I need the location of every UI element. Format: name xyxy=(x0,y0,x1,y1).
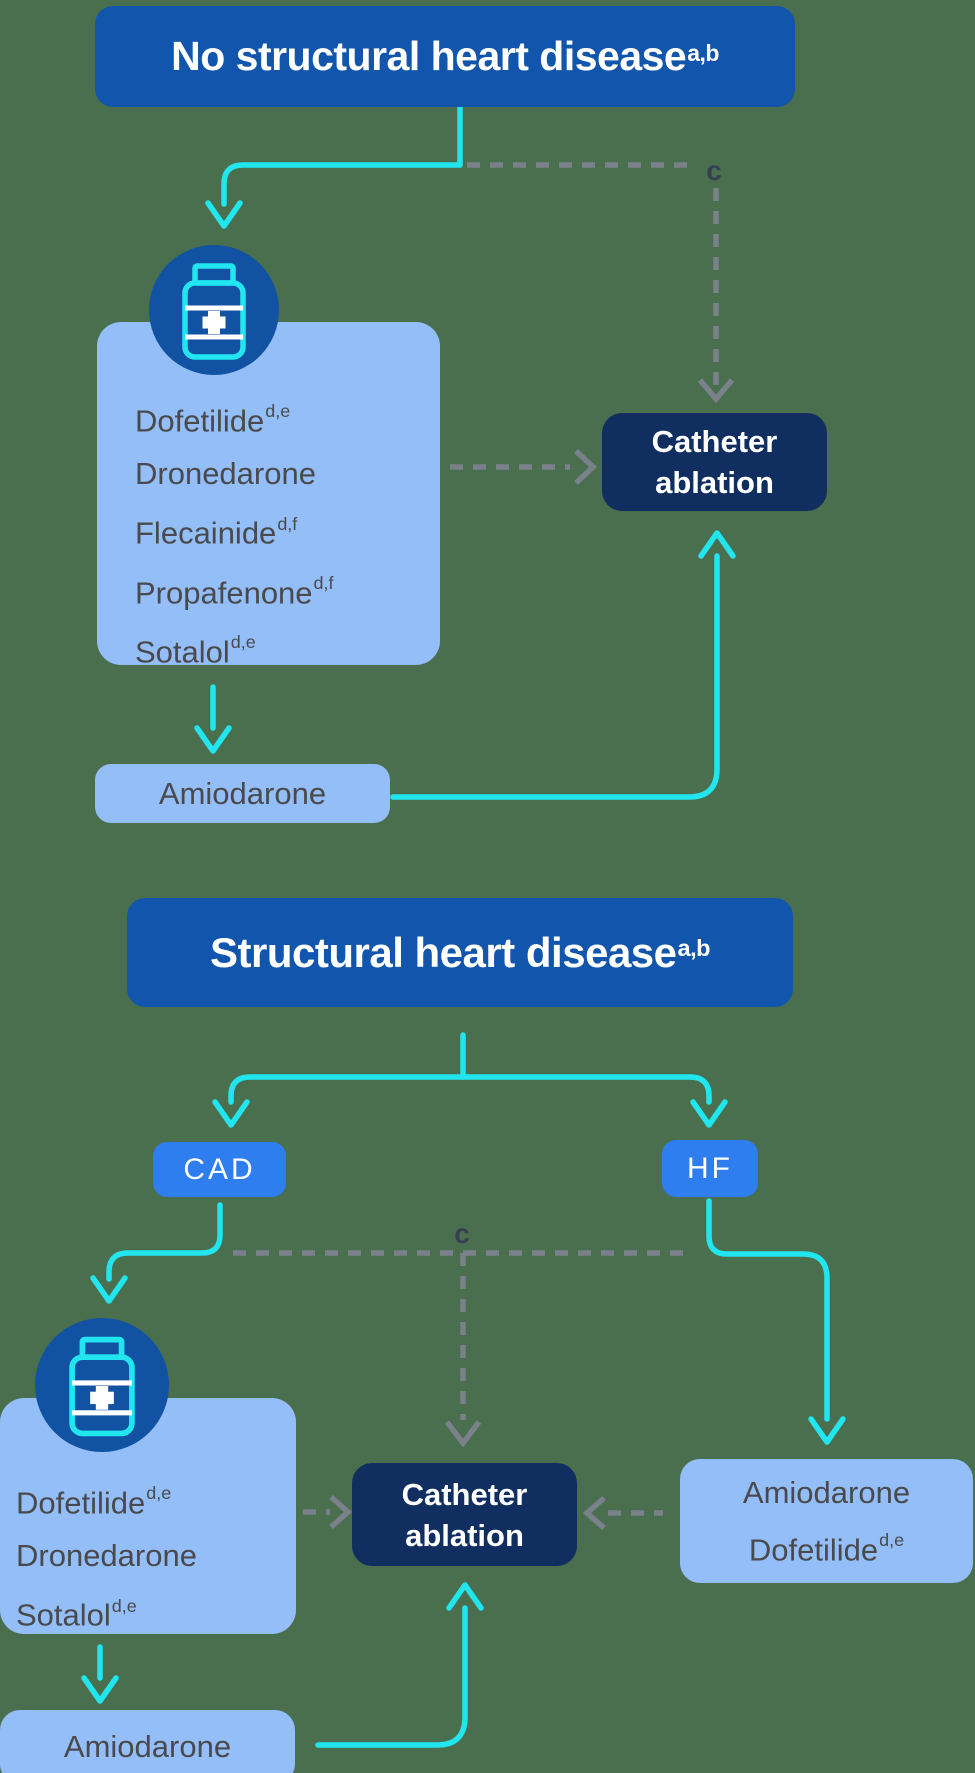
s2-amiodarone-to-ablation-line xyxy=(315,1605,468,1748)
drug-item: Dofetilided,e xyxy=(748,1530,905,1568)
amiodarone-box-1: Amiodarone xyxy=(95,764,390,823)
s2-branch-to-hf-arrowhead xyxy=(690,1099,728,1128)
drug-item: Dofetilided,e xyxy=(16,1483,172,1521)
amiodarone1-label: Amiodarone xyxy=(158,775,327,811)
drug-item: Sotalold,e xyxy=(16,1595,137,1633)
catheter-ablation-box-2: Catheter ablation xyxy=(352,1463,577,1566)
hf-label: HF xyxy=(687,1151,733,1185)
drug-item: Flecainided,f xyxy=(135,513,298,551)
drug-item: Dofetilided,e xyxy=(135,401,291,439)
s1-amiodarone-to-ablation-arrowhead xyxy=(698,530,736,559)
s1-drugs-to-ablation-arrowhead xyxy=(574,448,598,486)
ablation2-line2: ablation xyxy=(405,1517,524,1553)
s2-hf-to-drugs-arrowhead xyxy=(808,1416,846,1445)
pill-bottle-glyph xyxy=(69,1336,135,1437)
drug-item: Sotalold,e xyxy=(135,632,256,670)
header1-superscript: a,b xyxy=(687,39,719,66)
s2-c-label: c xyxy=(454,1218,470,1249)
drug-item: Dronedarone xyxy=(135,456,316,492)
s2-dashed-down-arrowhead xyxy=(444,1420,482,1448)
ablation2-line1: Catheter xyxy=(401,1476,528,1512)
s2-right-dashed-arrowhead xyxy=(582,1495,606,1531)
pill-bottle-icon xyxy=(35,1318,169,1452)
s1-branch-to-drugs-line xyxy=(221,162,463,207)
s2-cad-to-drugs-arrowhead xyxy=(90,1275,128,1304)
s2-hf-to-drugs-line xyxy=(706,1198,830,1422)
s2-cad-to-drugs-line xyxy=(106,1202,223,1282)
header2-superscript: a,b xyxy=(677,935,711,962)
s2-branch-to-cad-arrowhead xyxy=(212,1099,250,1128)
ablation1-line1: Catheter xyxy=(651,424,778,459)
header2-text: Structural heart disease xyxy=(209,928,677,976)
s2-left-dashed-arrowhead xyxy=(329,1494,353,1530)
pill-bottle-glyph xyxy=(182,263,246,360)
drug-item: Amiodarone xyxy=(742,1474,911,1510)
drug-item: Dronedarone xyxy=(16,1538,197,1574)
s2-branch-to-hf-line xyxy=(460,1074,712,1105)
s1-drugs-to-amiodarone-arrowhead xyxy=(194,725,232,754)
s1-dashed-down-arrowhead xyxy=(697,378,735,404)
s1-branch-to-drugs-arrowhead xyxy=(205,200,243,229)
cad-label: CAD xyxy=(183,1152,256,1186)
pill-bottle-icon xyxy=(149,245,279,375)
s2-branch-to-cad-line xyxy=(228,1074,466,1105)
amiodarone2-label: Amiodarone xyxy=(63,1729,232,1764)
s2-amiodarone-to-ablation-arrowhead xyxy=(446,1582,484,1611)
ablation1-line2: ablation xyxy=(655,465,774,500)
hf-box: HF xyxy=(662,1140,758,1197)
s2-drugs-to-amiodarone-arrowhead xyxy=(81,1675,119,1704)
s1-amiodarone-to-ablation-line xyxy=(390,553,720,800)
catheter-ablation-box-1: Catheter ablation xyxy=(602,413,827,511)
s1-c-label: c xyxy=(706,155,722,186)
amiodarone-box-2: Amiodarone xyxy=(0,1710,295,1773)
drug-item: Propafenoned,f xyxy=(135,572,334,610)
cad-box: CAD xyxy=(153,1142,286,1197)
header1-text: No structural heart disease xyxy=(171,33,687,79)
